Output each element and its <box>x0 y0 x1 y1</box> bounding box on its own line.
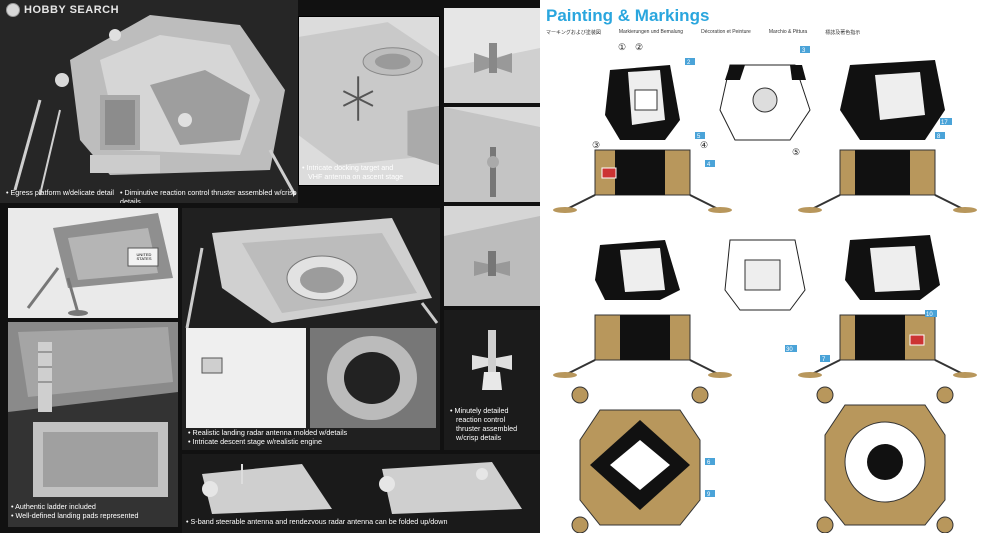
ascent-front-view <box>605 65 680 140</box>
ladder-pads-image <box>8 322 178 527</box>
lunar-module-top-image <box>0 0 298 203</box>
descent-left-image <box>8 208 178 318</box>
caption-rcs: Diminutive reaction control thruster ass… <box>120 188 298 203</box>
caption-thruster-3: thruster assembled <box>456 424 518 433</box>
photo-descent-stage: Realistic landing radar antenna molded w… <box>182 208 440 450</box>
callout-4: ④ <box>700 140 708 150</box>
decal-tag-7: 7 <box>822 357 826 363</box>
photo-ladder-pads: Authentic ladder included Well-defined l… <box>8 322 178 527</box>
photo-thruster-3 <box>444 206 540 306</box>
watermark-logo-icon <box>6 3 20 17</box>
painting-sheet: Painting & Markings マーキングおよび塗装図 Markieru… <box>540 0 990 533</box>
ascent-rear-view <box>595 240 680 300</box>
decal-tag-6: 6 <box>707 460 711 466</box>
watermark-text: HOBBY SEARCH <box>24 4 120 16</box>
descent-view-3 <box>553 314 732 378</box>
photo-sband: S-band steerable antenna and rendezvous … <box>182 454 540 533</box>
ascent-top-view <box>719 64 811 141</box>
photo-docking-target: Intricate docking target and VHF antenna… <box>298 16 440 186</box>
photo-ascent-stage: Egress platform w/delicate detail Diminu… <box>0 0 298 203</box>
language-row: マーキングおよび塗装図 Markierungen und Bemalung Dé… <box>546 29 986 36</box>
marking-diagrams: ① ② ③ ④ ⑤ 2 3 4 5 6 7 8 9 10 1 <box>553 42 977 533</box>
caption-egress: Egress platform w/delicate detail <box>6 188 114 197</box>
lang-it: Marchio & Pittura <box>768 29 808 35</box>
docking-target-image <box>299 17 439 185</box>
caption-ladder: Authentic ladder included <box>11 502 138 511</box>
photo-collage: Egress platform w/delicate detail Diminu… <box>0 0 540 533</box>
photo-thruster-1 <box>444 8 540 103</box>
caption-sband: S-band steerable antenna and rendezvous … <box>186 517 448 526</box>
decal-tag-30: 30 <box>786 347 793 353</box>
sheet-title: Painting & Markings <box>546 6 710 25</box>
lang-ja: マーキングおよび塗装図 <box>546 30 601 36</box>
callout-3: ③ <box>592 140 600 150</box>
photo-descent-left: UNITED STATES <box>8 208 178 318</box>
lang-zh: 標誌及著色指示 <box>825 30 861 36</box>
descent-bottom-plan <box>816 386 954 533</box>
decal-tag-8: 8 <box>937 134 941 140</box>
caption-thruster-4: w/crisp details <box>456 433 502 442</box>
callout-2: ② <box>635 42 643 52</box>
decal-tag-3: 3 <box>802 48 806 54</box>
decal-tag-2: 2 <box>687 60 691 66</box>
lang-de: Markierungen und Bemalung <box>618 29 684 35</box>
thruster-image-2 <box>444 107 540 202</box>
ascent-other-side-view <box>845 235 940 300</box>
descent-view-1 <box>553 149 732 213</box>
ascent-bottom-view <box>724 239 806 311</box>
decal-tag-4: 4 <box>707 162 711 168</box>
thruster-image-1 <box>444 8 540 103</box>
descent-stage-image <box>182 208 440 450</box>
caption-docking-2: VHF antenna on ascent stage <box>308 172 404 181</box>
lang-fr: Décoration et Peinture <box>701 29 751 35</box>
photo-thruster-detail: Minutely detailed reaction control thrus… <box>444 310 540 450</box>
caption-thruster-1: Minutely detailed <box>450 406 517 415</box>
watermark: HOBBY SEARCH <box>6 3 119 17</box>
photo-thruster-2 <box>444 107 540 202</box>
flag-label: UNITED STATES <box>136 252 152 261</box>
thruster-detail-image <box>444 310 540 450</box>
ascent-side-view <box>840 60 945 140</box>
callout-5: ⑤ <box>792 147 800 157</box>
thruster-image-3 <box>444 206 540 306</box>
caption-pads: Well-defined landing pads represented <box>11 511 139 520</box>
caption-descent-stage: Intricate descent stage w/realistic engi… <box>188 437 347 446</box>
caption-thruster-2: reaction control <box>456 415 506 424</box>
decal-tag-17: 17 <box>941 120 948 126</box>
caption-landing-antenna: Realistic landing radar antenna molded w… <box>188 428 348 437</box>
callout-1: ① <box>618 42 626 52</box>
descent-view-4 <box>798 314 977 378</box>
caption-docking-1: Intricate docking target and <box>302 163 403 172</box>
decal-tag-9: 9 <box>707 492 711 498</box>
decal-tag-5: 5 <box>697 134 701 140</box>
decal-tag-10: 10 <box>926 312 933 318</box>
descent-top-plan <box>571 386 709 533</box>
descent-view-2 <box>798 149 977 213</box>
